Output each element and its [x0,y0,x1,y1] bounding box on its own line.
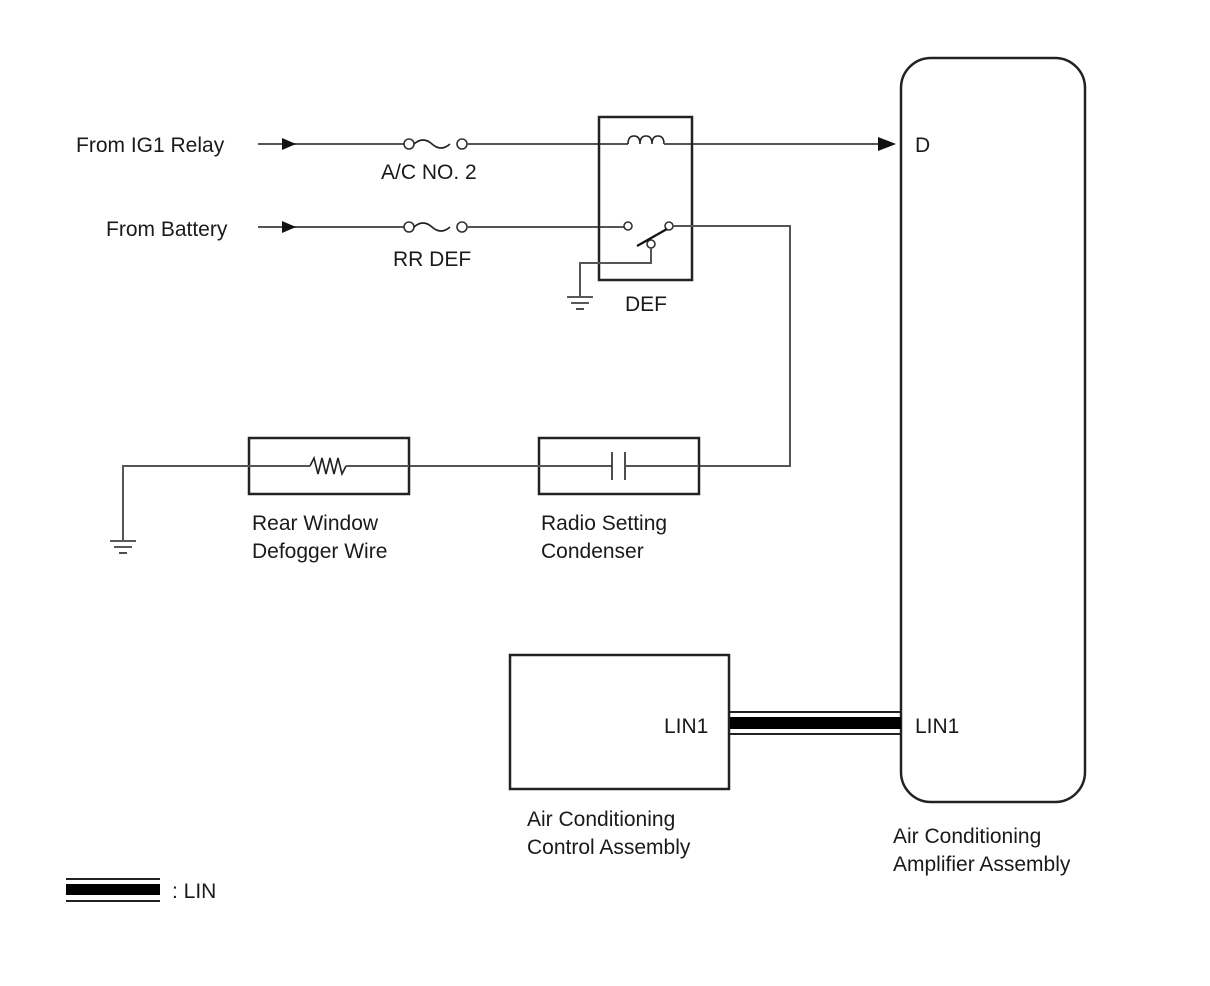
wire-relay-to-condenser [673,225,791,467]
legend-lin-icon [66,878,160,902]
relay-switch-icon [579,221,674,296]
input-label-battery: From Battery [106,218,228,241]
amplifier-label-1: Air Conditioning [893,825,1041,848]
terminal-d-label: D [915,134,930,157]
relay-label-def: DEF [625,293,667,316]
amplifier-assembly-box [899,56,1087,804]
arrow-icon [282,221,296,233]
control-label-1: Air Conditioning [527,808,675,831]
lin-bus-wire [730,711,901,735]
ground-icon [110,540,136,554]
amplifier-label-2: Amplifier Assembly [893,853,1071,876]
arrow-icon [878,137,896,151]
fuse-rr-def [403,221,468,233]
fuse-label-rr-def: RR DEF [393,248,471,271]
component-label-condenser-1: Radio Setting [541,512,667,535]
control-terminal-lin1: LIN1 [664,715,708,738]
control-assembly-box [508,653,731,791]
component-label-condenser-2: Condenser [541,540,644,563]
fuse-label-ac-no2: A/C NO. 2 [381,161,477,184]
legend-lin-label: : LIN [172,880,216,903]
input-label-ig1-relay: From IG1 Relay [76,134,225,157]
ground-icon [567,296,593,310]
fuse-ac-no2 [403,138,468,150]
component-label-defogger-1: Rear Window [252,512,379,535]
relay-coil-icon [627,135,665,145]
relay-def-box [597,115,694,282]
control-label-2: Control Assembly [527,836,691,859]
arrow-icon [282,138,296,150]
resistor-icon [249,455,409,477]
amplifier-terminal-lin1: LIN1 [915,715,959,738]
component-label-defogger-2: Defogger Wire [252,540,387,563]
wire-defogger-to-ground [122,465,249,540]
capacitor-icon [539,452,699,480]
